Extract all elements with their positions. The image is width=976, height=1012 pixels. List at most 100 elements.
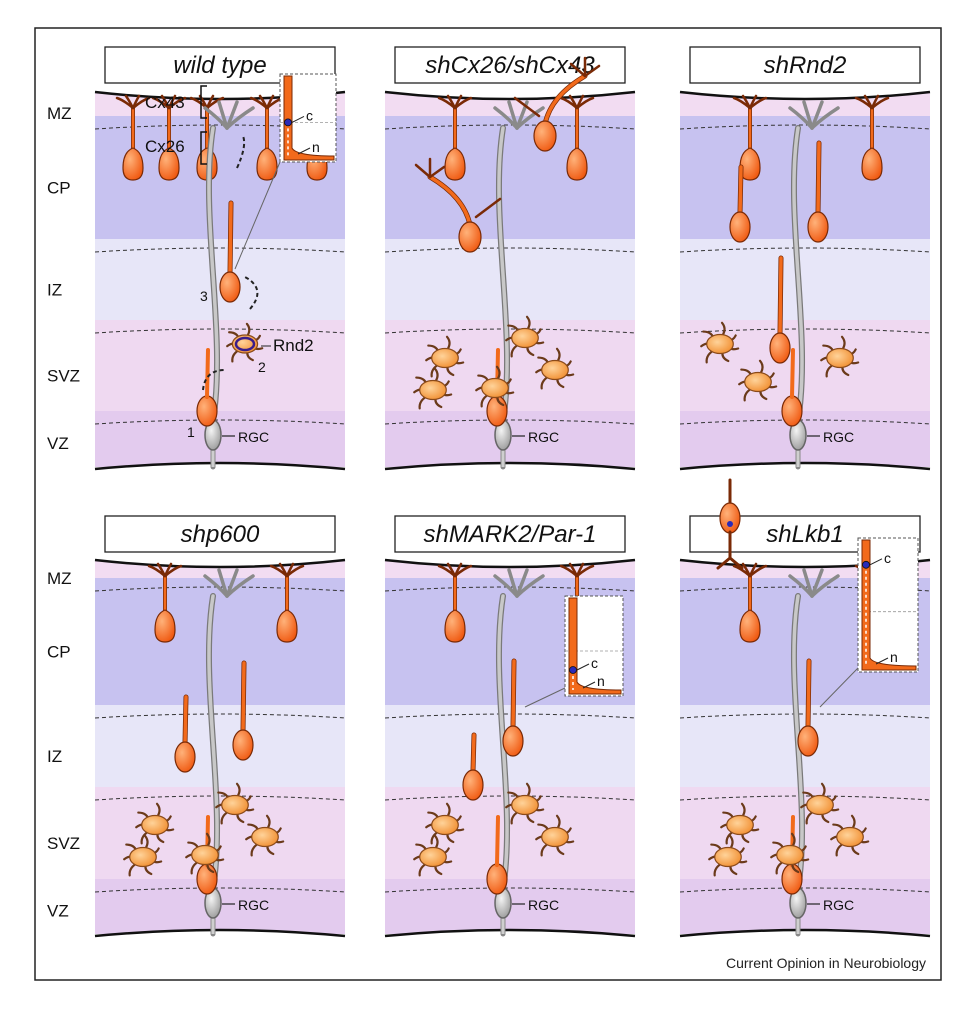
arrow-step-3 <box>244 276 259 310</box>
multipolar-neuron <box>776 844 804 866</box>
layer-band-svz <box>95 320 345 423</box>
layer-label-cp: CP <box>47 643 71 662</box>
centrosome-label: c <box>306 107 313 123</box>
neuron-tuft <box>870 96 890 110</box>
neuron-tuft <box>131 96 151 110</box>
multipolar-neuron <box>541 359 569 381</box>
cx43-bracket <box>200 85 207 119</box>
glia-endfoot <box>225 106 255 130</box>
centrosome-label-line <box>869 558 883 566</box>
arrested-neuron <box>807 211 829 243</box>
misplaced-neuron-processes <box>716 530 744 570</box>
layer-band-cp <box>95 578 345 717</box>
multipolar-neuron <box>419 379 447 401</box>
panel-title: shLkb1 <box>766 521 843 548</box>
leading-process-fill <box>471 733 476 773</box>
cp-neuron-soma <box>739 609 761 643</box>
cx26-bracket <box>200 131 207 165</box>
nucleus-label: n <box>597 673 605 689</box>
layer-label-vz: VZ <box>47 434 69 453</box>
leading-process-fill <box>806 659 811 729</box>
layer-boundary <box>384 124 636 130</box>
layer-bands <box>680 560 930 934</box>
step-3-label: 3 <box>200 288 208 304</box>
multipolar-neuron <box>221 794 249 816</box>
layer-boundary <box>679 713 931 719</box>
layer-boundary <box>679 419 931 425</box>
centrosome-label: c <box>884 550 891 566</box>
layer-bands <box>95 560 345 934</box>
layer-label-iz: IZ <box>47 281 62 300</box>
multipolar-neuron <box>706 333 734 355</box>
cp-neuron-soma <box>444 147 466 181</box>
centrosome-label-line <box>291 115 305 123</box>
newborn-neuron <box>781 395 803 427</box>
pial-surface <box>384 90 636 101</box>
branched-neuron <box>533 120 557 152</box>
cp-neuron-soma <box>739 147 761 181</box>
arrested-neuron <box>729 211 751 243</box>
cp-neuron-soma <box>444 609 466 643</box>
layer-band-cp <box>385 116 635 251</box>
locomoting-neuron <box>797 725 819 757</box>
multipolar-neuron <box>141 814 169 836</box>
neuron-tuft <box>575 564 595 578</box>
glia-endfoot <box>810 574 840 598</box>
layer-label-vz: VZ <box>47 902 69 921</box>
multipolar-neuron <box>191 844 219 866</box>
rgc-label: RGC <box>823 897 854 913</box>
layer-boundary <box>94 586 346 592</box>
misplaced-centrosome <box>727 521 733 527</box>
layer-boundary <box>679 887 931 893</box>
arrow-to-cp <box>236 135 246 169</box>
layer-boundary <box>94 713 346 719</box>
multipolar-neuron <box>541 826 569 848</box>
layer-band-iz <box>680 239 930 332</box>
layer-boundary <box>384 586 636 592</box>
rgc-label: RGC <box>238 429 269 445</box>
layer-label-svz: SVZ <box>47 367 80 386</box>
rgc-label: RGC <box>823 429 854 445</box>
panel-title: shp600 <box>181 521 260 548</box>
radial-glia-fiber-fill <box>207 126 219 423</box>
rnd2-label: Rnd2 <box>273 336 314 355</box>
layer-label-mz: MZ <box>47 104 72 123</box>
inset-neuron-process <box>568 597 622 695</box>
layer-boundary <box>679 124 931 130</box>
panel-title-box <box>104 515 336 553</box>
panel-title: shCx26/shCx43 <box>425 52 595 79</box>
multipolar-neuron <box>251 826 279 848</box>
glia-endfoot <box>515 574 545 598</box>
leading-process-fill <box>228 201 233 275</box>
misplaced-neuron <box>719 502 741 534</box>
neuron-tuft <box>167 96 187 110</box>
arrow-step-2 <box>202 369 226 391</box>
layer-bands <box>680 92 930 467</box>
layer-label-mz: MZ <box>47 569 72 588</box>
pial-surface <box>94 558 346 569</box>
layer-boundary <box>94 419 346 425</box>
layer-band-svz <box>95 787 345 891</box>
glia-endfoot <box>225 574 255 598</box>
ventricular-surface <box>679 928 931 938</box>
ventricular-surface <box>94 928 346 938</box>
arrested-neuron <box>174 741 196 773</box>
multipolar-neuron <box>744 371 772 393</box>
inset-connector <box>234 161 281 270</box>
neuron-tuft <box>748 564 768 578</box>
newborn-neuron <box>196 863 218 895</box>
leading-process-fill <box>778 256 783 336</box>
multipolar-neuron <box>431 347 459 369</box>
multipolar-neuron <box>419 846 447 868</box>
layer-band-cp <box>680 116 930 251</box>
neuron-tuft <box>285 564 305 578</box>
branched-neuron <box>458 221 482 253</box>
layer-bands <box>385 92 635 467</box>
cp-neuron-soma <box>276 609 298 643</box>
centrosome-dot <box>862 560 870 569</box>
layer-boundary <box>94 795 346 801</box>
leading-process-fill <box>183 695 188 745</box>
multipolar-neuron <box>481 377 509 399</box>
step-1-label: 1 <box>187 424 195 440</box>
